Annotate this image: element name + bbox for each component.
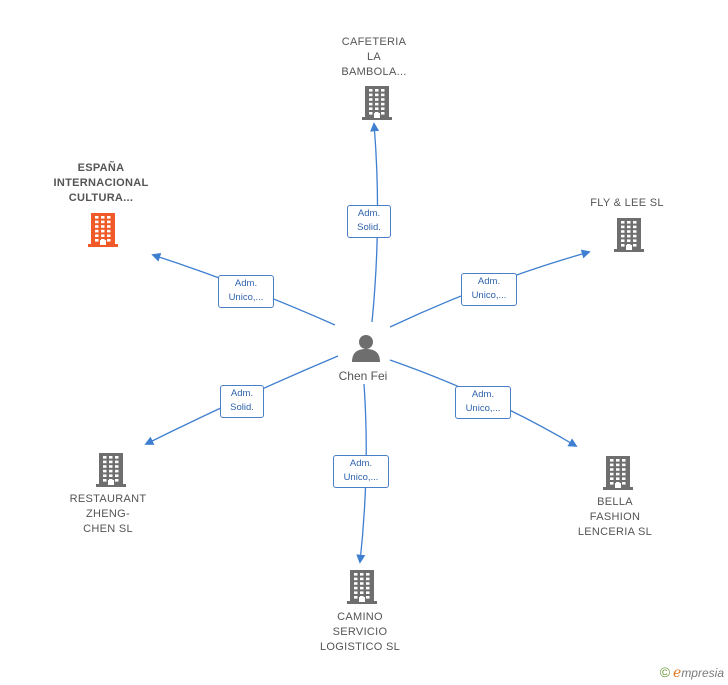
building-icon[interactable] <box>614 218 644 257</box>
building-icon[interactable] <box>362 86 392 125</box>
node-label-espana[interactable]: ESPAÑA INTERNACIONAL CULTURA... <box>53 162 149 204</box>
node-label-cafeteria[interactable]: CAFETERIA LA BAMBOLA... <box>341 36 407 78</box>
edge-label-bella[interactable]: Adm. Unico,... <box>455 386 511 419</box>
center-person-label[interactable]: Chen Fei <box>338 369 388 383</box>
brand-e: e <box>673 665 682 681</box>
building-icon[interactable] <box>347 570 377 609</box>
node-label-restaurant[interactable]: RESTAURANT ZHENG- CHEN SL <box>69 493 147 535</box>
brand-name: mpresia <box>681 666 724 680</box>
building-icon[interactable] <box>96 453 126 492</box>
node-label-flylee[interactable]: FLY & LEE SL <box>590 197 664 209</box>
node-label-camino[interactable]: CAMINO SERVICIO LOGISTICO SL <box>319 611 400 653</box>
brand-logo: ©empresia <box>660 664 724 681</box>
edge-label-restaurant[interactable]: Adm. Solid. <box>220 385 264 418</box>
copyright-icon: © <box>659 664 671 680</box>
edge-label-camino[interactable]: Adm. Unico,... <box>333 455 389 488</box>
edge-label-cafeteria[interactable]: Adm. Solid. <box>347 205 391 238</box>
building-icon[interactable] <box>603 456 633 495</box>
building-icon-highlight[interactable] <box>88 213 118 252</box>
edge-label-espana[interactable]: Adm. Unico,... <box>218 275 274 308</box>
node-label-bella[interactable]: BELLA FASHION LENCERIA SL <box>577 496 653 538</box>
person-icon <box>352 335 380 362</box>
edge-label-flylee[interactable]: Adm. Unico,... <box>461 273 517 306</box>
